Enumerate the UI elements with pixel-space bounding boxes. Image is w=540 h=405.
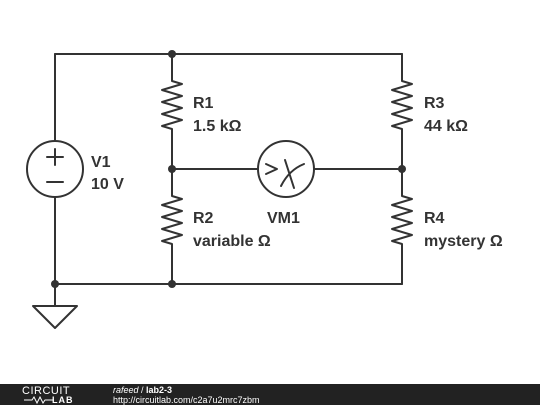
circuitlab-logo[interactable]: CIRCUIT LAB [22,385,102,405]
r3-designator: R3 [424,95,445,112]
r1-value: 1.5 kΩ [193,118,242,135]
wire-mid-column [161,53,183,285]
project-url-link[interactable]: http://circuitlab.com/c2a7u2mrc7zbm [113,395,260,405]
project-name[interactable]: lab2-3 [146,385,173,395]
logo-text-top: CIRCUIT [22,385,71,397]
footer-bar: CIRCUIT LAB rafeed / lab2-3 http://circu… [0,384,540,405]
project-path: rafeed / lab2-3 [113,385,172,395]
wire-right-column [391,53,413,285]
r4-value: mystery Ω [424,233,503,250]
author-name[interactable]: rafeed [113,385,139,395]
vm1-voltmeter-symbol [257,140,315,198]
logo-text-bottom: LAB [52,395,74,405]
path-separator: / [138,385,147,395]
r2-designator: R2 [193,210,214,227]
junction-dot [168,165,176,173]
r4-designator: R4 [424,210,445,227]
r3-value: 44 kΩ [424,118,468,135]
junction-dot [168,50,176,58]
junction-dot [168,280,176,288]
junction-dot [398,165,406,173]
ground-symbol [32,283,78,329]
schematic-drawing [26,50,413,329]
r1-designator: R1 [193,95,214,112]
v1-designator: V1 [91,154,111,171]
v1-voltage-source-symbol [26,140,84,198]
v1-value: 10 V [91,176,124,193]
logo-wire-icon [24,396,54,404]
junction-dot [51,280,59,288]
r2-value: variable Ω [193,233,271,250]
vm1-designator: VM1 [267,210,300,227]
